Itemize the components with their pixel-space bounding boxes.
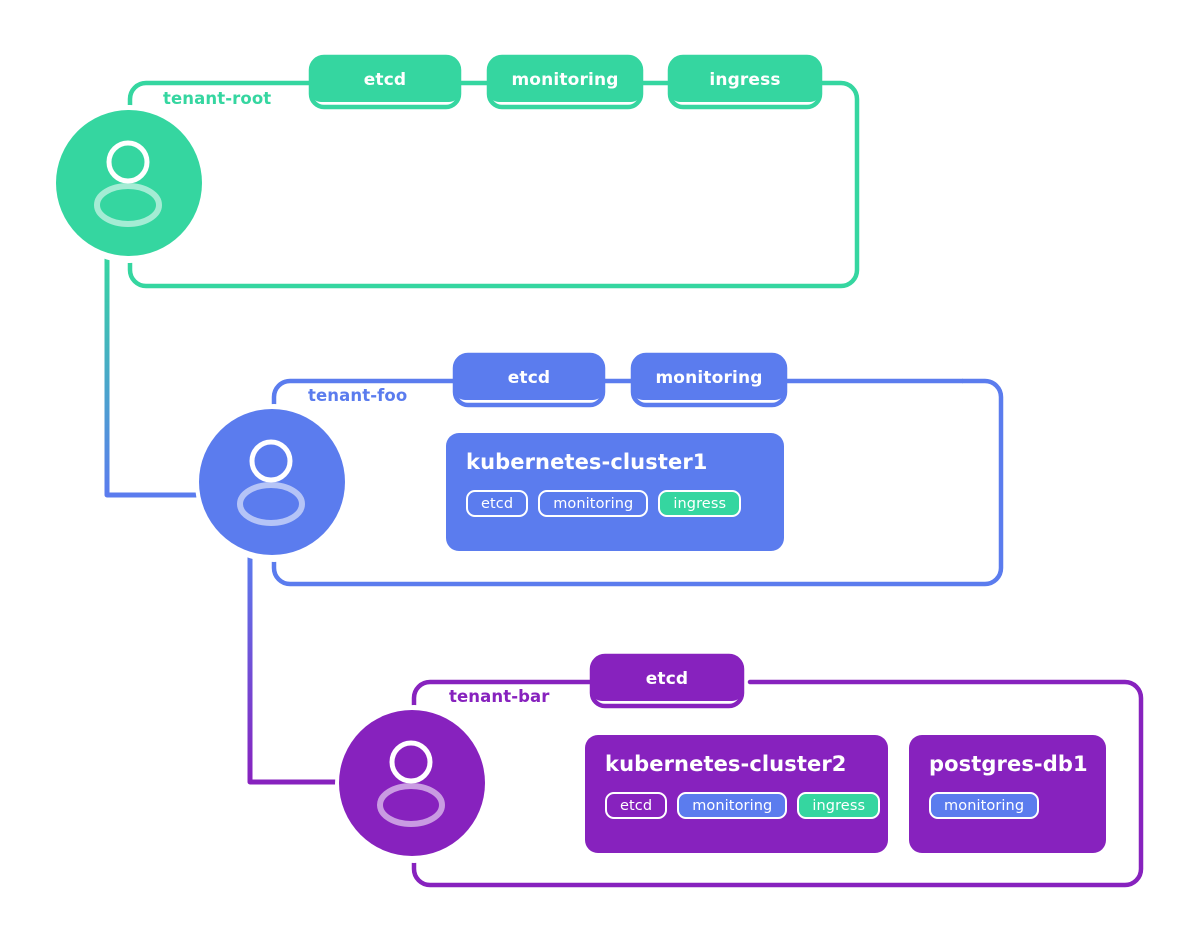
tenant-root-service-ingress[interactable]: ingress bbox=[669, 58, 821, 102]
resource-chip-row: monitoring bbox=[929, 792, 1086, 819]
chip-ingress[interactable]: ingress bbox=[797, 792, 881, 819]
tenant-foo-label: tenant-foo bbox=[308, 386, 408, 405]
chip-etcd[interactable]: etcd bbox=[466, 490, 529, 517]
resource-card-kubernetes-cluster1[interactable]: kubernetes-cluster1 etcd monitoring ingr… bbox=[446, 433, 784, 551]
tenant-foo-service-etcd[interactable]: etcd bbox=[454, 356, 604, 400]
tenant-foo-service-monitoring[interactable]: monitoring bbox=[632, 356, 786, 400]
chip-monitoring[interactable]: monitoring bbox=[929, 792, 1040, 819]
resource-title: kubernetes-cluster2 bbox=[605, 752, 847, 776]
tenant-root-service-etcd[interactable]: etcd bbox=[310, 58, 460, 102]
user-avatar-icon bbox=[94, 140, 162, 227]
tenant-bar-group[interactable] bbox=[335, 653, 1144, 888]
user-avatar-icon bbox=[377, 740, 445, 827]
connector-root-to-foo bbox=[104, 255, 200, 498]
resource-card-postgres-db1[interactable]: postgres-db1 monitoring bbox=[909, 735, 1106, 853]
resource-title: kubernetes-cluster1 bbox=[466, 450, 708, 474]
chip-ingress[interactable]: ingress bbox=[658, 490, 742, 517]
user-avatar-icon bbox=[237, 439, 305, 526]
resource-chip-row: etcd monitoring ingress bbox=[466, 490, 764, 517]
tenant-bar-service-etcd[interactable]: etcd bbox=[591, 657, 743, 701]
resource-chip-row: etcd monitoring ingress bbox=[605, 792, 881, 819]
tenant-root-label: tenant-root bbox=[163, 89, 272, 108]
chip-monitoring[interactable]: monitoring bbox=[677, 792, 788, 819]
chip-etcd[interactable]: etcd bbox=[605, 792, 668, 819]
connector-foo-to-bar bbox=[247, 555, 340, 785]
resource-title: postgres-db1 bbox=[929, 752, 1088, 776]
tenant-root-service-monitoring[interactable]: monitoring bbox=[488, 58, 642, 102]
tenant-root-container-outline bbox=[127, 80, 860, 289]
chip-monitoring[interactable]: monitoring bbox=[538, 490, 649, 517]
tenant-bar-label: tenant-bar bbox=[449, 687, 550, 706]
tenant-root-group[interactable] bbox=[51, 54, 860, 289]
resource-card-kubernetes-cluster2[interactable]: kubernetes-cluster2 etcd monitoring ingr… bbox=[585, 735, 888, 853]
